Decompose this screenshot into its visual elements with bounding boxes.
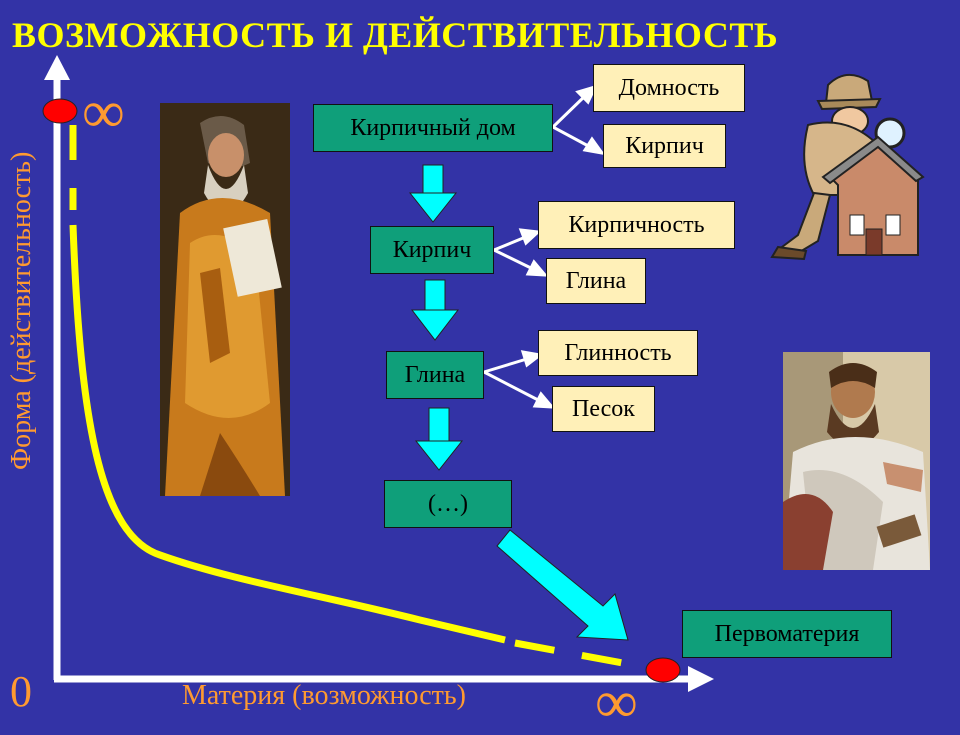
detective-clipart: [768, 65, 928, 260]
down-arrow-2: [410, 279, 460, 341]
down-arrow-3: [414, 407, 464, 471]
y-axis-arrowhead: [44, 55, 70, 80]
infinity-right-symbol: ∞: [595, 669, 638, 735]
origin-label: 0: [10, 667, 32, 716]
leaf-domnost: Домность: [593, 64, 745, 112]
leaf-glina: Глина: [546, 258, 646, 304]
slide-title: ВОЗМОЖНОСТЬ И ДЕЙСТВИТЕЛЬНОСТЬ: [12, 15, 779, 55]
curve-dash-bottom: [514, 639, 651, 672]
node-brick: Кирпич: [370, 226, 494, 274]
x-axis-label: Материя (возможность): [182, 680, 466, 711]
leaf-glinnost: Глинность: [538, 330, 698, 376]
node-clay: Глина: [386, 351, 484, 399]
aristotle-painting: [783, 352, 930, 570]
down-arrow-1: [408, 164, 458, 223]
diagram-graphics: [42, 55, 714, 692]
y-axis-label: Форма (действительность): [6, 151, 37, 470]
scholar-painting: [160, 103, 290, 496]
node-prime-matter: Первоматерия: [682, 610, 892, 658]
node-brick-house: Кирпичный дом: [313, 104, 553, 152]
leaf-kirpichnost: Кирпичность: [538, 201, 735, 249]
leaf-kirpich: Кирпич: [603, 124, 726, 168]
infinity-top-symbol: ∞: [82, 79, 125, 145]
x-axis-arrowhead: [688, 666, 714, 692]
leaf-pesok: Песок: [552, 386, 655, 432]
slide: ВОЗМОЖНОСТЬ И ДЕЙСТВИТЕЛЬНОСТЬ: [6, 15, 930, 732]
curve-solid: [69, 224, 506, 644]
node-ellipsis: (…): [384, 480, 512, 528]
bottom-endpoint: [645, 657, 681, 683]
top-endpoint: [42, 98, 78, 124]
branch-arrows: [483, 84, 606, 409]
diagonal-arrow: [496, 529, 629, 641]
